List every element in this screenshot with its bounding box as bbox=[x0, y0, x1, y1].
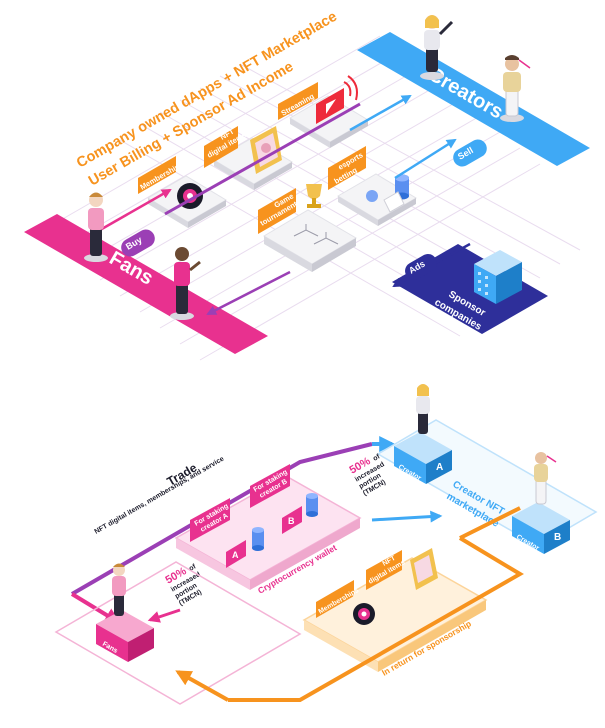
percentage-right: 50% of increased portion (TMCN) bbox=[348, 453, 388, 497]
creator-figure-1 bbox=[420, 15, 454, 80]
arrow-to-marketplace bbox=[371, 510, 443, 523]
coin-stack-a-icon bbox=[252, 527, 264, 551]
creator-figure-2 bbox=[500, 55, 531, 122]
fans-box: Fans bbox=[96, 610, 154, 662]
trophy-icon bbox=[306, 184, 322, 208]
staking-b: For staking creator B B bbox=[250, 464, 318, 534]
bracket-lines bbox=[293, 224, 339, 245]
sponsor-companies-block: Sponsor companies bbox=[392, 244, 548, 334]
tile-memberships: Memberships bbox=[138, 156, 227, 228]
fan-figure-1 bbox=[84, 192, 108, 262]
tile-nft-digital-items: NFT digital items bbox=[204, 126, 293, 190]
youtube-play-icon bbox=[316, 75, 358, 124]
coin-stack-b-icon bbox=[306, 493, 318, 517]
marker-a: A bbox=[232, 550, 239, 560]
sponsorship-zone: In return for sponsorship bbox=[302, 557, 488, 678]
nft-picture-frame-icon-bottom bbox=[410, 548, 438, 590]
sponsorship-loop bbox=[175, 506, 524, 702]
membership-card-icon-bottom bbox=[353, 603, 375, 625]
pct-left-of: of bbox=[188, 563, 198, 573]
top-arrows bbox=[99, 94, 471, 316]
fan-figure-2 bbox=[170, 247, 201, 320]
creator-a-figure bbox=[416, 384, 430, 434]
buy-pill: Buy bbox=[121, 229, 155, 257]
tile-esports-betting: esports betting bbox=[328, 146, 417, 226]
creator-b-letter: B bbox=[554, 532, 561, 543]
percentage-left: 50% of increased portion (TMCN) bbox=[164, 563, 204, 607]
sell-pill: Sell bbox=[453, 139, 487, 167]
creator-a-letter: A bbox=[436, 462, 443, 473]
tile-streaming: Streaming bbox=[278, 75, 369, 148]
creator-a-box: Creator A bbox=[394, 432, 452, 484]
fans-zone bbox=[54, 561, 302, 705]
arrow-to-fans bbox=[147, 608, 181, 623]
fans-figure bbox=[112, 563, 126, 616]
marker-b: B bbox=[288, 516, 295, 526]
building-icon bbox=[474, 250, 522, 304]
creator-b-figure bbox=[534, 452, 557, 505]
ads-pill: Ads bbox=[405, 254, 437, 280]
pct-right-of: of bbox=[372, 453, 382, 463]
